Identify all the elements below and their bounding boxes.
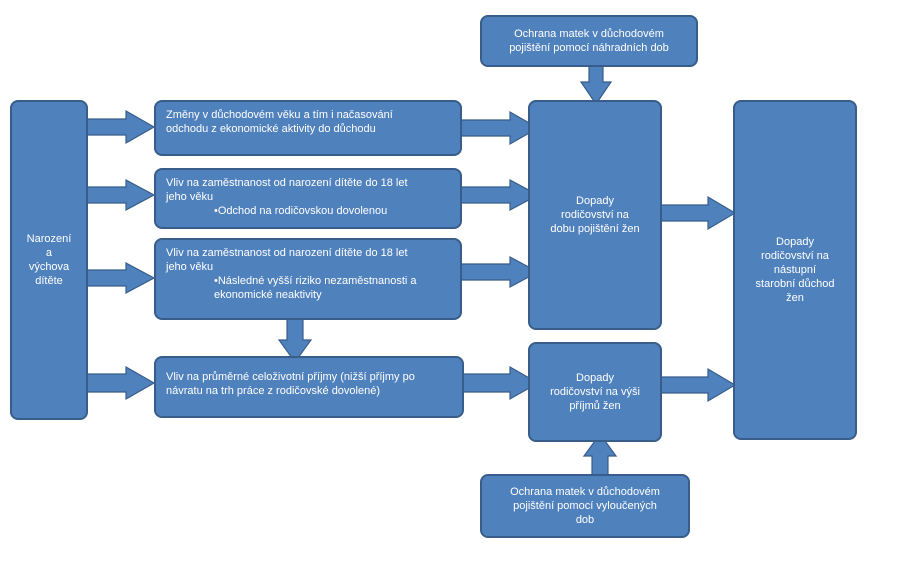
vliv1-bullet1: •Odchod na rodičovskou dovolenou — [214, 205, 388, 217]
vliv3-line2: návratu na trh práce z rodičovské dovole… — [166, 385, 381, 397]
dopady-doba-box: Dopady rodičovství na dobu pojištění žen — [528, 100, 662, 330]
vliv2-bullet1: •Následné vyšší riziko nezaměstnanosti a — [214, 275, 417, 287]
ochrana-bottom-box: Ochrana matek v důchodovém pojištění pom… — [480, 474, 690, 538]
zmeny-box: Změny v důchodovém věku a tím i načasová… — [154, 100, 462, 156]
dopady-duchod-box: Dopady rodičovství na nástupní starobní … — [733, 100, 857, 440]
ochrana-top-box: Ochrana matek v důchodovém pojištění pom… — [480, 15, 698, 67]
arrow-zmeny-to-dopady-doba — [454, 110, 540, 146]
vliv2-line1: Vliv na zaměstnanost od narození dítěte … — [166, 247, 408, 259]
arrow-vliv2-to-dopady-doba — [459, 255, 540, 289]
arrow-dopady-doba-to-duchod — [652, 195, 737, 231]
vliv2-bullet2: ekonomické neaktivity — [214, 289, 322, 301]
narozeni-box: Narození a výchova dítěte — [10, 100, 88, 420]
arrow-narozeni-to-zmeny — [79, 109, 156, 145]
vliv2-box: Vliv na zaměstnanost od narození dítěte … — [154, 238, 462, 320]
arrow-vliv3-to-dopady-prijmy — [462, 365, 540, 401]
vliv3-line1: Vliv na průměrné celoživotní příjmy (niž… — [166, 371, 415, 383]
arrow-vliv2-to-vliv3 — [277, 314, 313, 364]
arrow-narozeni-to-vliv1 — [79, 178, 156, 212]
vliv1-line2: jeho věku — [166, 191, 214, 203]
arrow-vliv1-to-dopady-doba — [459, 178, 540, 212]
zmeny-line1: Změny v důchodovém věku a tím i načasová… — [166, 109, 393, 121]
arrow-narozeni-to-vliv2 — [79, 261, 156, 295]
arrow-narozeni-to-vliv3 — [79, 365, 156, 401]
vliv3-box: Vliv na průměrné celoživotní příjmy (niž… — [154, 356, 464, 418]
dopady-prijmy-box: Dopady rodičovství na výši příjmů žen — [528, 342, 662, 442]
arrow-ochrana-top-to-dopady-doba — [579, 62, 613, 106]
vliv1-box: Vliv na zaměstnanost od narození dítěte … — [154, 168, 462, 229]
vliv2-line2: jeho věku — [166, 261, 214, 273]
zmeny-line2: odchodu z ekonomické aktivity do důchodu — [166, 123, 376, 135]
arrow-dopady-prijmy-to-duchod — [652, 367, 737, 403]
vliv1-line1: Vliv na zaměstnanost od narození dítěte … — [166, 177, 408, 189]
